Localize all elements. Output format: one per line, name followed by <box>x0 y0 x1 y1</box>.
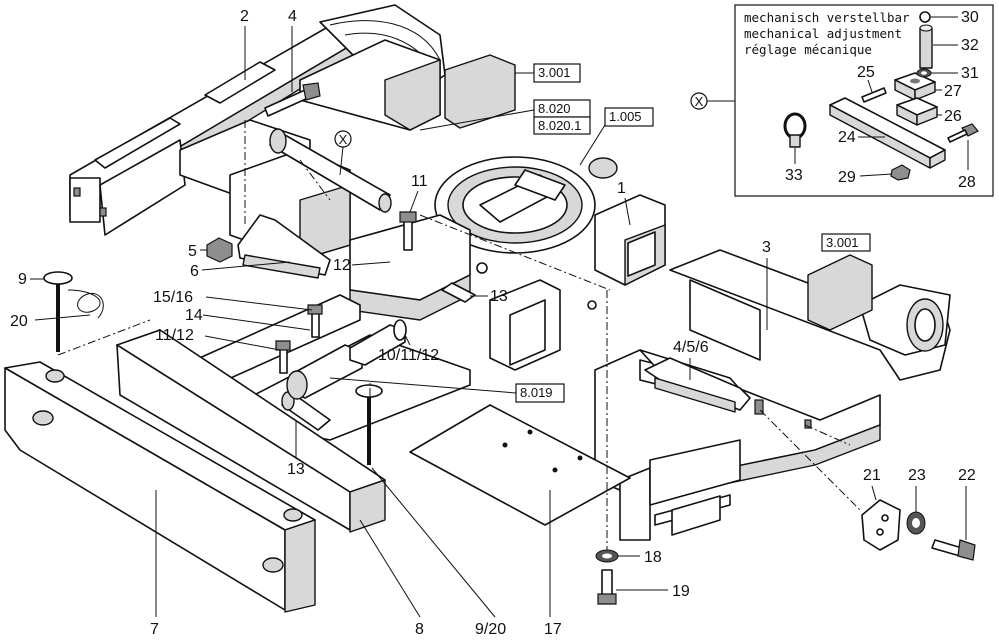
callout-26: 26 <box>944 108 962 125</box>
callout-22: 22 <box>958 467 976 484</box>
callout-33: 33 <box>785 167 803 184</box>
right-track-frame <box>594 249 951 541</box>
ref-box-3001-b: 3.001 <box>807 233 873 331</box>
inset-line-1: mechanisch verstellbar <box>744 10 910 25</box>
svg-text:8.019: 8.019 <box>520 385 553 400</box>
inset-x-marker-label: X <box>695 94 704 109</box>
callout-1: 1 <box>617 180 626 197</box>
callout-9-20: 9/20 <box>475 621 506 638</box>
callout-2: 2 <box>240 8 249 25</box>
inset-spacer-32 <box>919 24 933 69</box>
cylinder-bushing <box>286 344 363 400</box>
bolt-4 <box>264 82 321 117</box>
callout-8: 8 <box>415 621 424 638</box>
base-plate <box>409 404 631 526</box>
ref-box-1005: 1.005 <box>579 107 654 166</box>
callout-11-12: 11/12 <box>155 327 194 344</box>
callout-30: 30 <box>961 9 979 26</box>
detail-x-marker: X <box>334 130 352 176</box>
tension-cylinder <box>269 128 392 213</box>
callout-23: 23 <box>908 467 926 484</box>
callout-21: 21 <box>863 467 881 484</box>
callout-28: 28 <box>958 174 976 191</box>
washer-18 <box>595 549 619 563</box>
svg-text:8.020: 8.020 <box>538 101 571 116</box>
callout-27: 27 <box>944 83 962 100</box>
inset-block-27 <box>894 72 936 101</box>
callout-7: 7 <box>150 621 159 638</box>
callout-13-b: 13 <box>287 461 305 478</box>
callout-18: 18 <box>644 549 662 566</box>
callout-14: 14 <box>185 307 203 324</box>
turntable-ring <box>349 156 666 371</box>
inset-panel: mechanisch verstellbar mechanical adjust… <box>690 4 994 197</box>
bolt-11-12-a <box>399 211 417 251</box>
bolt-11-12-b <box>275 340 291 374</box>
pin-9-20-b <box>355 384 383 465</box>
ref-box-3001-a: 3.001 <box>444 54 581 129</box>
bolt-22 <box>931 539 976 561</box>
inset-nut-29 <box>890 164 911 181</box>
pin-9-20 <box>43 271 104 352</box>
callout-10-11-12: 10/11/12 <box>378 347 439 364</box>
detail-x-marker-label: X <box>339 132 348 147</box>
inset-block-26 <box>896 97 938 126</box>
ref-box-8020: 8.020 8.020.1 <box>419 99 591 135</box>
pin-13-a <box>441 282 476 303</box>
callout-20: 20 <box>10 313 28 330</box>
svg-text:3.001: 3.001 <box>826 235 859 250</box>
callout-4: 4 <box>288 8 297 25</box>
callout-3: 3 <box>762 239 771 256</box>
svg-text:3.001: 3.001 <box>538 65 571 80</box>
inset-line-3: réglage mécanique <box>744 42 872 57</box>
left-track-frame <box>69 4 446 261</box>
counterweight <box>4 361 316 613</box>
washer-23 <box>906 511 926 535</box>
bolt-15-16 <box>307 304 323 338</box>
callout-32: 32 <box>961 37 979 54</box>
callouts: 2 4 11 1 5 6 12 3 9 13 15/16 20 14 11/12… <box>10 8 976 638</box>
inset-pin-25 <box>861 87 887 103</box>
svg-text:8.020.1: 8.020.1 <box>538 118 581 133</box>
bumper-beam <box>116 329 386 533</box>
callout-31: 31 <box>961 65 979 82</box>
callout-4-5-6: 4/5/6 <box>673 339 709 356</box>
alignment-lines <box>57 120 861 550</box>
pin-10-11-12 <box>349 319 407 366</box>
plate-21 <box>861 499 901 551</box>
callout-17: 17 <box>544 621 562 638</box>
bolt-19 <box>597 569 617 605</box>
callout-24: 24 <box>838 129 856 146</box>
inset-bolt-30 <box>919 11 931 23</box>
nut-5 <box>206 237 233 263</box>
callout-5: 5 <box>188 243 197 260</box>
callout-9: 9 <box>18 271 27 288</box>
callout-29: 29 <box>838 169 856 186</box>
callout-15-16: 15/16 <box>153 289 193 306</box>
inset-line-2: mechanical adjustment <box>744 26 902 41</box>
bracket-6 <box>237 214 331 279</box>
svg-text:1.005: 1.005 <box>609 109 642 124</box>
inset-x-marker <box>690 92 708 110</box>
inset-eyebolt-33 <box>783 112 807 148</box>
callout-11: 11 <box>411 173 428 190</box>
callout-25: 25 <box>857 64 875 81</box>
ref-box-8019: 8.019 <box>329 377 565 403</box>
callout-13-a: 13 <box>490 288 508 305</box>
callout-6: 6 <box>190 263 199 280</box>
callout-19: 19 <box>672 583 690 600</box>
callout-12: 12 <box>333 257 351 274</box>
inset-washer-31 <box>916 68 932 78</box>
inset-bolt-28 <box>947 123 979 143</box>
bracket-4-5-6 <box>644 357 751 413</box>
